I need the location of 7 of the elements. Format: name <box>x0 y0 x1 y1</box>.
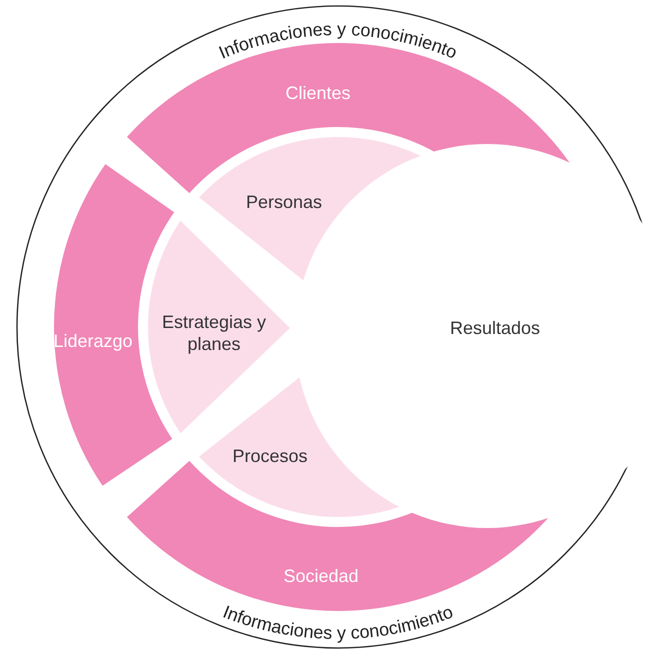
segment-label: Liderazgo <box>53 330 133 352</box>
segment-label: Sociedad <box>283 564 359 588</box>
segment-label: Personas <box>246 190 322 214</box>
segment-label: Clientes <box>285 82 351 104</box>
segment-label: Estrategias y planes <box>160 310 268 356</box>
segment-label: Procesos <box>232 444 308 468</box>
segment-label: Resultados <box>450 316 540 340</box>
